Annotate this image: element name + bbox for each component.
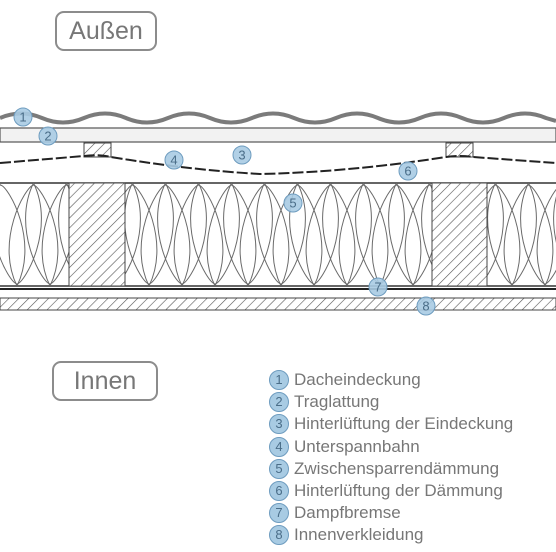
rafter-left (68, 182, 126, 287)
legend-label: Dacheindeckung (294, 370, 421, 390)
marker-number: 4 (170, 153, 177, 168)
marker-5 (283, 193, 303, 213)
marker-number: 3 (238, 148, 245, 163)
insulation-loop (322, 183, 372, 285)
insulation-loop (305, 184, 356, 286)
insulation (0, 183, 556, 286)
marker-number: 7 (374, 280, 381, 295)
insulation-loop (503, 184, 554, 286)
rafter-right (431, 182, 488, 287)
inside-label: Innen (52, 361, 158, 401)
marker-number: 6 (404, 164, 411, 179)
insulation-loop (272, 184, 323, 286)
insulation-loop (124, 183, 174, 285)
insulation-loop (173, 184, 224, 286)
insulation-loop (206, 184, 257, 286)
marker-2 (38, 126, 58, 146)
insulation-loop (371, 184, 422, 286)
marker-1 (13, 107, 33, 127)
insulation-loop (256, 183, 306, 285)
marker-8 (416, 296, 436, 316)
rafter-top-left (83, 142, 112, 158)
legend-number: 3 (269, 414, 289, 435)
insulation-loop (190, 183, 240, 285)
marker-number: 8 (422, 299, 429, 314)
legend-number: 7 (269, 503, 289, 524)
insulation-loop (140, 184, 191, 286)
insulation-loop (239, 184, 290, 286)
insulation-loop (0, 184, 26, 286)
underlay-membrane (0, 154, 556, 176)
legend-number: 4 (269, 436, 289, 457)
insulation-loop (0, 183, 42, 285)
legend-number: 5 (269, 458, 289, 479)
marker-3 (232, 145, 252, 165)
insulation-loop (25, 183, 75, 285)
legend-number: 8 (269, 525, 289, 546)
insulation-loop (355, 183, 405, 285)
legend-label: Hinterlüftung der Dämmung (294, 481, 503, 501)
insulation-loop (338, 184, 389, 286)
marker-number: 5 (289, 196, 296, 211)
legend-label: Innenverkleidung (294, 525, 424, 545)
insulation-loop (8, 184, 59, 286)
interior-lining (0, 297, 556, 311)
legend-number: 2 (269, 392, 289, 413)
legend-number: 6 (269, 481, 289, 502)
legend-label: Traglattung (294, 392, 380, 412)
legend-label: Unterspannbahn (294, 436, 420, 456)
insulation-loop (157, 183, 207, 285)
insulation-loop (520, 183, 556, 285)
insulation-loop (388, 183, 438, 285)
legend-label: Dampfbremse (294, 503, 401, 523)
marker-4 (164, 150, 184, 170)
insulation-loop (223, 183, 273, 285)
battens (0, 127, 556, 143)
roof-covering (0, 111, 556, 125)
insulation-loop (289, 183, 339, 285)
marker-number: 2 (44, 129, 51, 144)
insulation-loop (553, 196, 556, 243)
marker-6 (398, 161, 418, 181)
legend-label: Hinterlüftung der Eindeckung (294, 414, 514, 434)
marker-7 (368, 277, 388, 297)
legend-number: 1 (269, 370, 289, 391)
legend-label: Zwischensparrendämmung (294, 458, 500, 478)
insulation-loop (487, 183, 537, 285)
rafter-top-right (445, 142, 474, 158)
insulation-loop (536, 189, 556, 286)
outside-label: Außen (55, 11, 157, 51)
marker-number: 1 (19, 110, 26, 125)
